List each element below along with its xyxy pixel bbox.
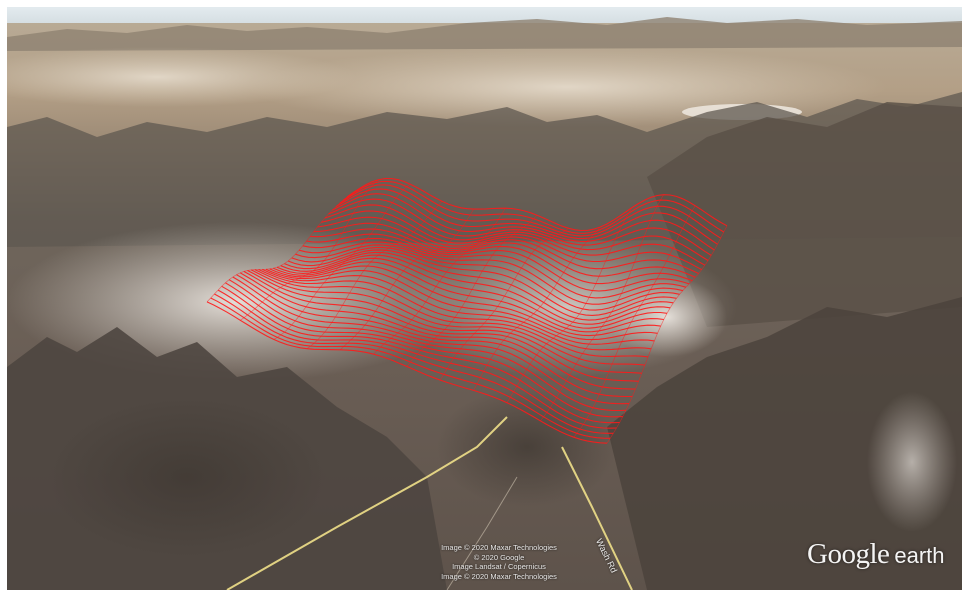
mesh-line <box>273 183 411 340</box>
attribution-line: Image Landsat / Copernicus <box>452 562 546 571</box>
mesh-line <box>340 208 475 351</box>
terrain-view[interactable] <box>7 7 962 590</box>
desert-flat <box>7 47 357 107</box>
mesh-line <box>473 226 601 391</box>
mesh-line <box>373 208 506 355</box>
elevation-mesh-overlay <box>206 178 728 444</box>
shadow-valley <box>47 397 327 557</box>
imagery-attribution: Image © 2020 Maxar Technologies © 2020 G… <box>399 543 599 581</box>
mesh-line <box>573 205 696 438</box>
foreground-ridge-right <box>607 297 962 590</box>
road <box>226 416 508 590</box>
mesh-line <box>240 179 379 321</box>
shadow-valley <box>437 387 617 507</box>
horizon-ridge <box>7 17 962 51</box>
mesh-line <box>406 214 538 367</box>
mountain-range-right <box>647 102 962 327</box>
map-viewport[interactable]: Wash Rd Image © 2020 Maxar Technologies … <box>7 7 962 590</box>
mesh-line <box>506 207 633 403</box>
attribution-line: © 2020 Google <box>473 552 525 562</box>
pale-terrain <box>607 277 727 357</box>
pale-slope <box>867 392 957 532</box>
mesh-line <box>439 228 569 381</box>
mesh-line <box>206 196 348 303</box>
road-minor <box>446 476 518 590</box>
road <box>561 446 633 590</box>
logo-brand: Google <box>807 538 890 570</box>
attribution-line: Image © 2020 Maxar Technologies <box>441 543 557 552</box>
mesh-line <box>306 201 443 349</box>
attribution-line: Image © 2020 Maxar Technologies <box>441 571 557 581</box>
mesh-line <box>540 194 664 422</box>
logo-product: earth <box>894 543 945 568</box>
mesh-line <box>606 225 728 444</box>
